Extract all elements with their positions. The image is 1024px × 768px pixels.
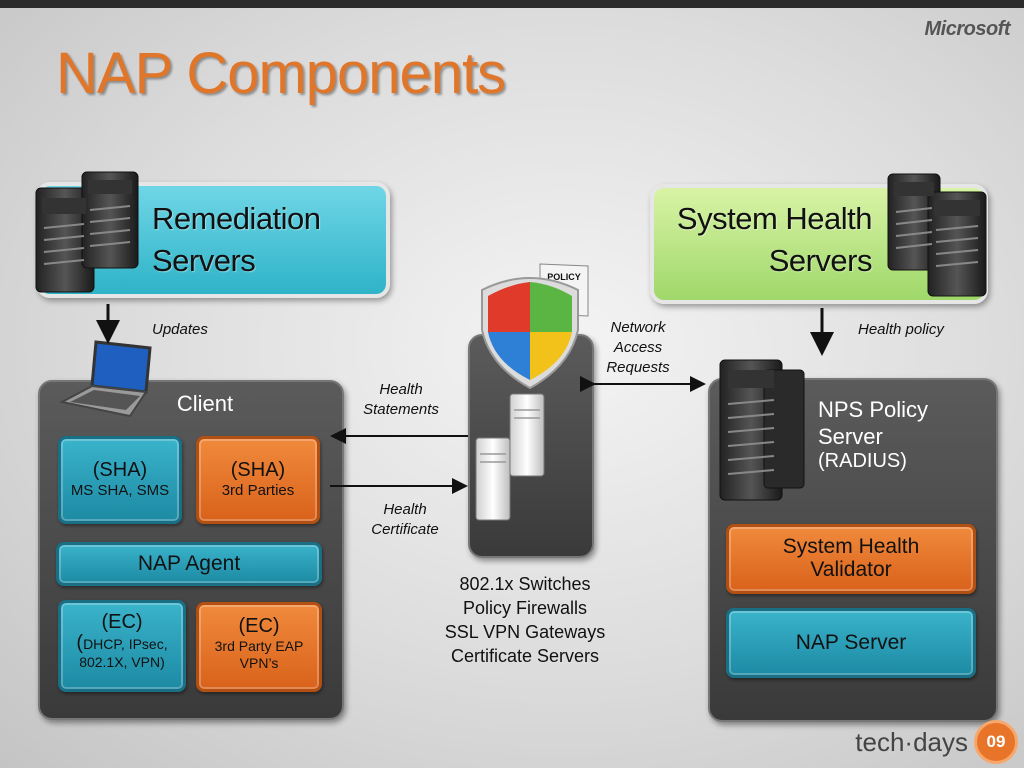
- list-item: 802.1x Switches: [459, 574, 591, 594]
- enforcement-points-list: 802.1x Switches Policy Firewalls SSL VPN…: [420, 572, 630, 668]
- list-item: Certificate Servers: [450, 646, 600, 666]
- security-shield-icon: POLICY: [481, 263, 589, 390]
- ec-ms-box: (EC) (DHCP, IPsec, 802.1X, VPN): [58, 600, 186, 692]
- microsoft-logo: Microsoft: [924, 18, 1011, 40]
- techdays-badge: 09: [974, 720, 1018, 764]
- system-health-validator-box: System Health Validator: [726, 524, 976, 594]
- nap-agent-box: NAP Agent: [56, 542, 322, 586]
- policy-tag-label: POLICY: [547, 272, 581, 282]
- health-certificate-label: Health Certificate: [371, 501, 439, 538]
- server-rack-icon: [719, 359, 805, 501]
- server-rack-icon: [887, 173, 987, 297]
- list-item: Policy Firewalls: [462, 598, 588, 618]
- sha-ms-box: (SHA) MS SHA, SMS: [58, 436, 182, 524]
- health-statements-label: Health Statements: [363, 381, 439, 418]
- client-title: Client: [176, 391, 234, 416]
- ec-3rd-party-box: (EC) 3rd Party EAP VPN’s: [196, 602, 322, 692]
- page-title: NAP Components: [56, 41, 506, 106]
- white-server-icon: [475, 393, 545, 521]
- techdays-brand: tech·days: [855, 727, 968, 757]
- list-item: SSL VPN Gateways: [444, 622, 606, 642]
- sha-3rd-party-box: (SHA) 3rd Parties: [196, 436, 320, 524]
- laptop-icon: [59, 340, 152, 418]
- top-bar: [0, 0, 1024, 8]
- health-policy-label: Health policy: [858, 321, 944, 338]
- network-access-requests-label: Network Access Requests: [606, 319, 670, 376]
- nap-server-box: NAP Server: [726, 608, 976, 678]
- updates-label: Updates: [152, 321, 208, 338]
- server-rack-icon: [35, 171, 139, 293]
